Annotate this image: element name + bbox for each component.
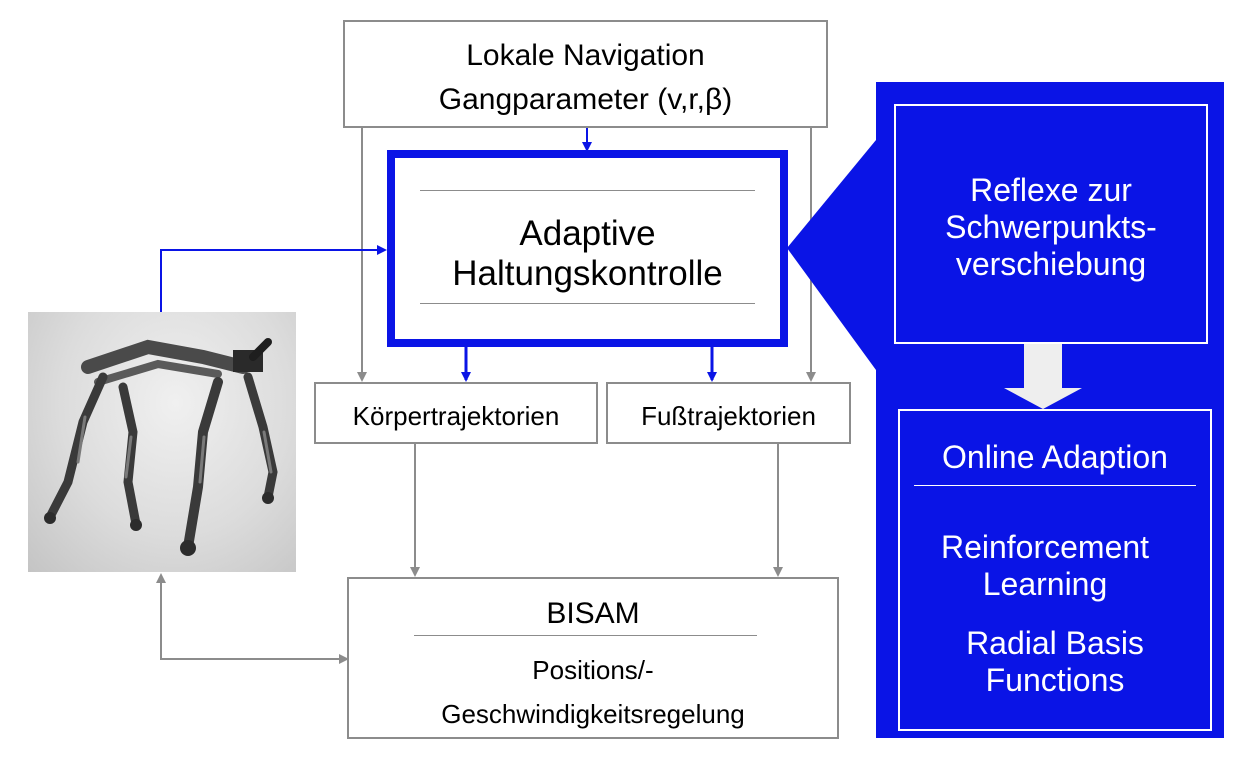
body-trajectory-label: Körpertrajektorien [352,401,560,431]
rbf-line-2: Functions [985,662,1125,698]
adaptive-title-1: Adaptive [519,214,656,253]
reflex-line-3: verschiebung [955,246,1147,282]
bisam-line-1: Positions/- [532,655,654,685]
bisam-robot-line [156,573,347,660]
adaptive-control-box: Adaptive Haltungskontrolle [387,150,788,347]
online-adaption-box: Online Adaption Reinforcement Learning R… [898,409,1212,731]
rl-line-1: Reinforcement [940,529,1150,565]
robot-icon [44,338,278,556]
robot-to-adaptive-arrow [160,245,387,312]
reflex-line-2: Schwerpunkts- [945,209,1157,245]
foot-trajectory-label: Fußtrajektorien [641,401,816,431]
foot-trajectory-box: Fußtrajektorien [606,382,851,444]
quadruped-robot-photo [28,312,296,572]
online-adaption-rule [914,485,1196,486]
online-adaption-title: Online Adaption [942,439,1168,475]
bisam-title: BISAM [546,597,640,630]
learning-panel: Reflexe zur Schwerpunkts- verschiebung O… [876,82,1224,738]
nav-title: Lokale Navigation [466,39,705,72]
adaptive-title-2: Haltungskontrolle [452,254,723,293]
navigation-box: Lokale Navigation Gangparameter (v,r,β) [343,20,828,128]
bisam-box: BISAM Positions/- Geschwindigkeitsregelu… [347,577,839,739]
nav-gait-params: Gangparameter (v,r,β) [438,83,733,116]
body-trajectory-box: Körpertrajektorien [314,382,598,444]
adaptive-top-rule [420,190,755,191]
zoom-wedge [787,140,876,370]
down-arrow-icon [1004,344,1082,409]
bisam-rule [414,635,757,636]
reflex-box: Reflexe zur Schwerpunkts- verschiebung [894,104,1208,344]
rbf-line-1: Radial Basis [966,625,1144,661]
adaptive-bottom-rule [420,303,755,304]
reflex-line-1: Reflexe zur [970,172,1132,208]
bisam-line-2: Geschwindigkeitsregelung [441,699,745,729]
rl-line-2: Learning [982,566,1108,602]
